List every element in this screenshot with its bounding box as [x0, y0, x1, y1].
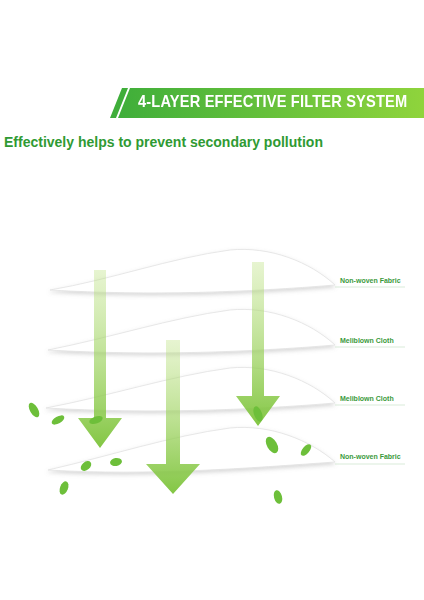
banner-title: 4-LAYER EFFECTIVE FILTER SYSTEM: [138, 92, 407, 112]
layer-label: Meliblown Cloth: [340, 395, 394, 402]
filter-layers: [46, 249, 335, 472]
layer-label: Non-woven Fabric: [340, 277, 401, 284]
title-banner: [110, 88, 424, 118]
airflow-arrows: [78, 262, 280, 494]
leader-lines: [335, 287, 405, 464]
leaves: [27, 401, 314, 505]
layer-label: Non-woven Fabric: [340, 453, 401, 460]
subtitle: Effectively helps to prevent secondary p…: [4, 134, 323, 150]
layer-label: Meliblown Cloth: [340, 337, 394, 344]
